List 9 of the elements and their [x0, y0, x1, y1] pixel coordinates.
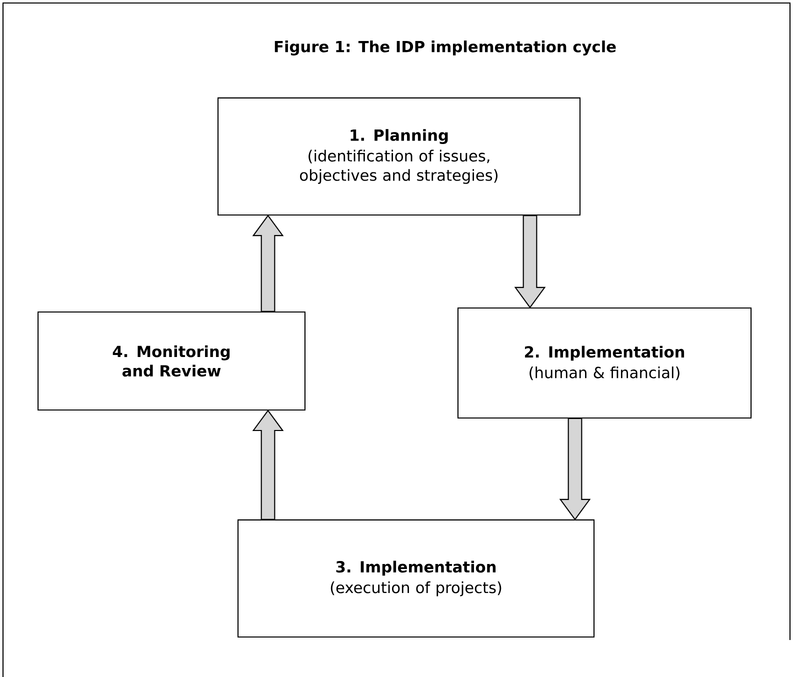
figure-title: Figure 1: The IDP implementation cycle: [274, 40, 616, 56]
process-box: 2. Implementation (human & financial): [457, 307, 752, 419]
block-arrow: [559, 418, 591, 520]
block-arrow: [514, 215, 546, 308]
process-box: 4. Monitoring and Review: [38, 311, 306, 411]
block-arrow: [252, 214, 284, 312]
process-box: 1. Planning (identification of issues, objectives and strategies): [217, 97, 581, 216]
block-arrow: [252, 410, 284, 520]
process-box: 3. Implementation (execution of projects): [237, 519, 595, 638]
